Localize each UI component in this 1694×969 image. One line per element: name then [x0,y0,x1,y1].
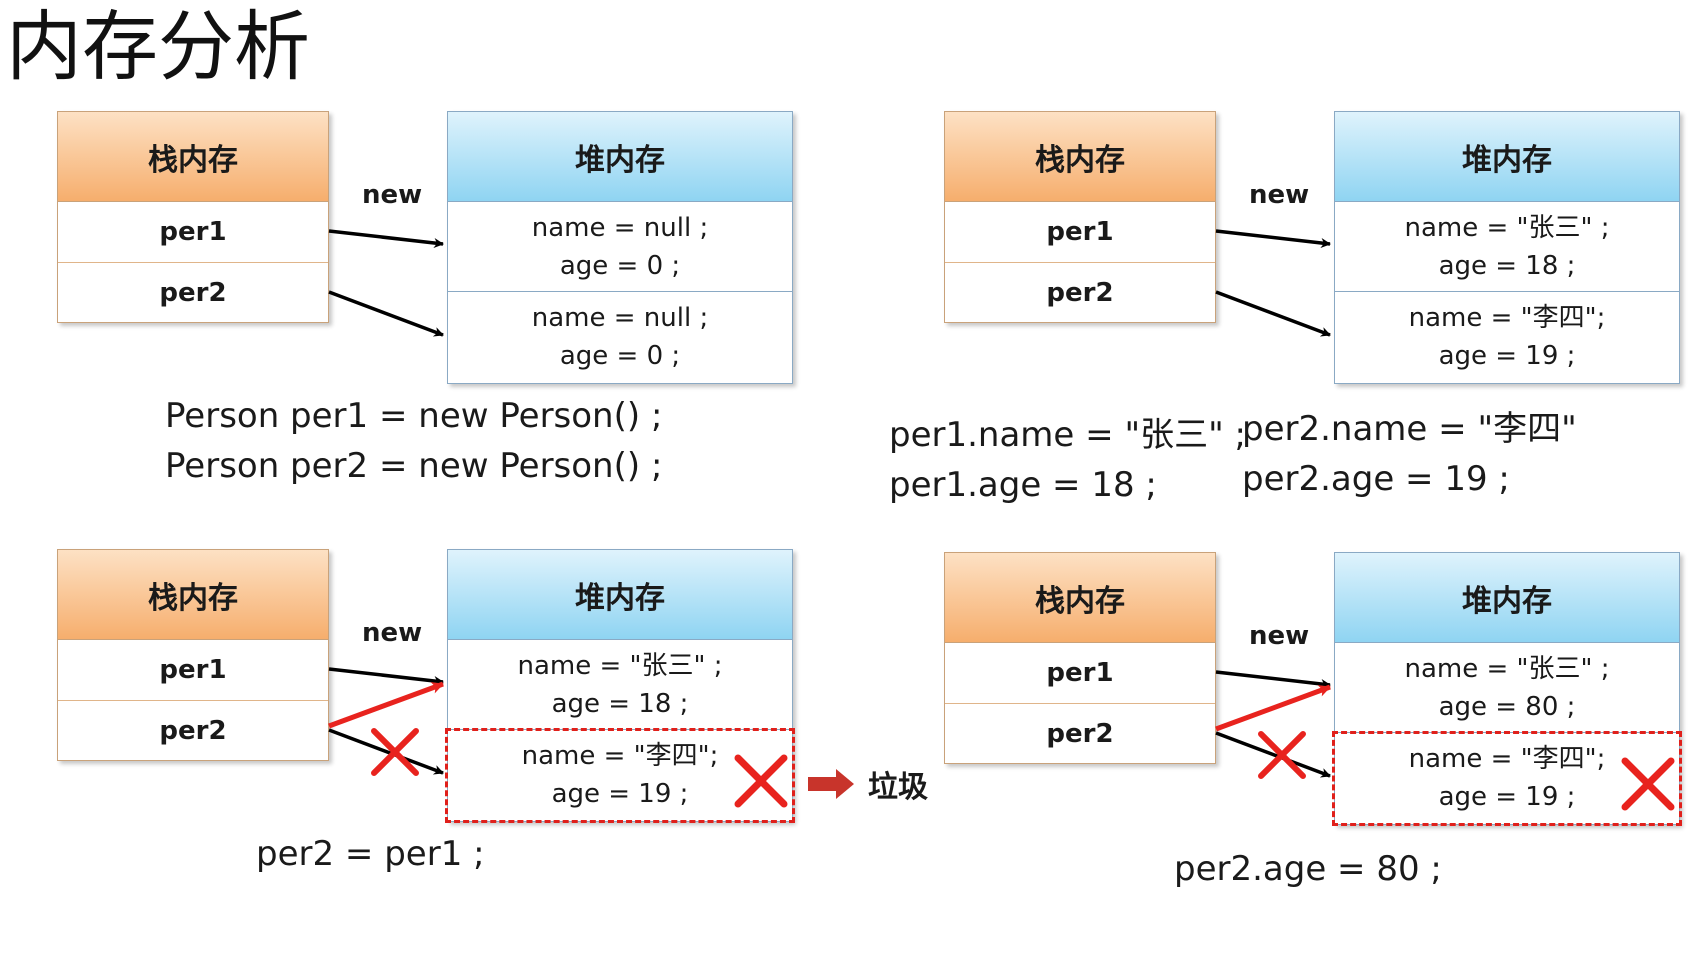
arrow-per1-to-object-1 [328,229,444,248]
cross-icon [1258,731,1306,779]
heap-object-1: name = "张三" ; age = 18 ; [448,640,792,730]
arrow-per2-to-object-2 [328,728,444,775]
heap-memory-box: 堆内存 name = "张三" ; age = 18 ; name = "李四"… [1334,111,1680,384]
cross-icon [371,728,419,776]
panel-modify: 栈内存 per1 per2 堆内存 name = "张三" ; age = 80… [887,549,1694,969]
heap-object-2-age: age = 0 ; [559,341,681,371]
code-line-1: Person per1 = new Person() ; [165,396,663,436]
stack-var-per2: per2 [945,703,1215,763]
arrow-per2-to-object-1 [328,681,444,729]
code-snippet-per2: per2.name = "李四" per2.age = 19 ; [1242,404,1577,504]
garbage-frame [445,728,795,823]
code-line-1: per2 = per1 ; [256,834,485,874]
stack-var-per1: per1 [945,202,1215,262]
arrow-per2-to-object-2 [1215,731,1331,778]
heap-object-1-name: name = "张三" ; [1404,653,1610,684]
heap-object-1: name = null ; age = 0 ; [448,202,792,292]
code-line-1: per2.age = 80 ; [1174,849,1442,889]
heap-memory-box: 堆内存 name = "张三" ; age = 18 ; name = "李四"… [445,549,795,823]
stack-var-per1: per1 [945,643,1215,703]
cross-icon [734,754,788,808]
stack-header: 栈内存 [945,112,1215,202]
panel-assign: 栈内存 per1 per2 堆内存 name = "张三" ; age = 18… [887,108,1694,528]
arrow-per2-to-object-2 [1215,290,1331,337]
code-line-1: per1.name = "张三" ; [889,415,1246,455]
garbage-indicator: 垃圾 [808,762,928,806]
reference-arrows [1215,670,1675,811]
heap-object-2: name = null ; age = 0 ; [448,292,792,382]
arrow-per1-to-object-1 [328,667,444,686]
heap-header: 堆内存 [1335,112,1679,202]
heap-header: 堆内存 [1335,553,1679,643]
heap-object-1-age: age = 18 ; [551,688,689,719]
arrow-per1-to-object-1 [1215,670,1331,689]
stack-memory-box: 栈内存 per1 per2 [57,111,329,323]
page-title: 内存分析 [6,2,310,91]
stack-var-per1: per1 [58,202,328,262]
heap-object-2-age: age = 19 ; [551,779,689,809]
new-label: new [1249,621,1310,651]
heap-object-2-name: name = "李四"; [1408,744,1606,774]
stack-var-per2: per2 [945,262,1215,322]
heap-object-2-name: name = null ; [531,303,709,333]
heap-object-1: name = "张三" ; age = 80 ; [1335,643,1679,733]
code-line-2: per2.age = 19 ; [1242,459,1510,499]
code-line-2: per1.age = 18 ; [889,465,1157,505]
heap-object-2-age: age = 19 ; [1438,341,1576,371]
stack-header: 栈内存 [58,112,328,202]
heap-object-2-name: name = "李四"; [521,741,719,771]
new-label: new [362,180,423,210]
arrow-per2-to-object-2 [328,290,444,337]
heap-memory-box: 堆内存 name = null ; age = 0 ; name = null … [447,111,793,384]
stack-memory-box: 栈内存 per1 per2 [944,111,1216,323]
reference-arrows [1215,229,1331,337]
arrow-per1-to-object-1 [1215,229,1331,248]
code-snippet-per1: per1.name = "张三" ; per1.age = 18 ; [889,410,1246,510]
reference-arrows [328,229,444,337]
heap-object-1-name: name = null ; [531,212,709,243]
garbage-label: 垃圾 [868,770,928,805]
stack-header: 栈内存 [945,553,1215,643]
heap-object-1-age: age = 0 ; [559,250,681,281]
code-snippet: Person per1 = new Person() ; Person per2… [165,391,662,491]
cross-icon [1621,757,1675,811]
code-line-2: Person per2 = new Person() ; [165,446,663,486]
heap-object-1-age: age = 18 ; [1438,250,1576,281]
heap-object-1-age: age = 80 ; [1438,691,1576,722]
heap-object-1-name: name = "张三" ; [1404,212,1610,243]
reference-arrows [328,667,788,808]
stack-var-per2: per2 [58,700,328,760]
heap-header: 堆内存 [448,550,792,640]
code-snippet: per2.age = 80 ; [1174,844,1442,894]
heap-memory-box: 堆内存 name = "张三" ; age = 80 ; name = "李四"… [1332,552,1682,826]
right-arrow-icon [808,769,854,799]
heap-object-2: name = "李四"; age = 19 ; [1332,731,1682,826]
heap-object-2-name: name = "李四"; [1408,303,1606,333]
stack-memory-box: 栈内存 per1 per2 [57,549,329,761]
heap-object-2-age: age = 19 ; [1438,782,1576,812]
stack-header: 栈内存 [58,550,328,640]
stack-var-per2: per2 [58,262,328,322]
new-label: new [362,618,423,648]
stack-memory-box: 栈内存 per1 per2 [944,552,1216,764]
new-label: new [1249,180,1310,210]
panel-reassign: 栈内存 per1 per2 堆内存 name = "张三" ; age = 18… [0,546,820,966]
heap-object-2: name = "李四"; age = 19 ; [1335,292,1679,382]
arrow-per2-to-object-1 [1215,684,1331,732]
heap-object-1: name = "张三" ; age = 18 ; [1335,202,1679,292]
stack-var-per1: per1 [58,640,328,700]
code-line-1: per2.name = "李四" [1242,409,1577,449]
code-snippet: per2 = per1 ; [256,829,485,879]
heap-header: 堆内存 [448,112,792,202]
garbage-frame [1332,731,1682,826]
heap-object-1-name: name = "张三" ; [517,650,723,681]
panel-initial: 栈内存 per1 per2 堆内存 name = null ; age = 0 … [0,108,820,528]
